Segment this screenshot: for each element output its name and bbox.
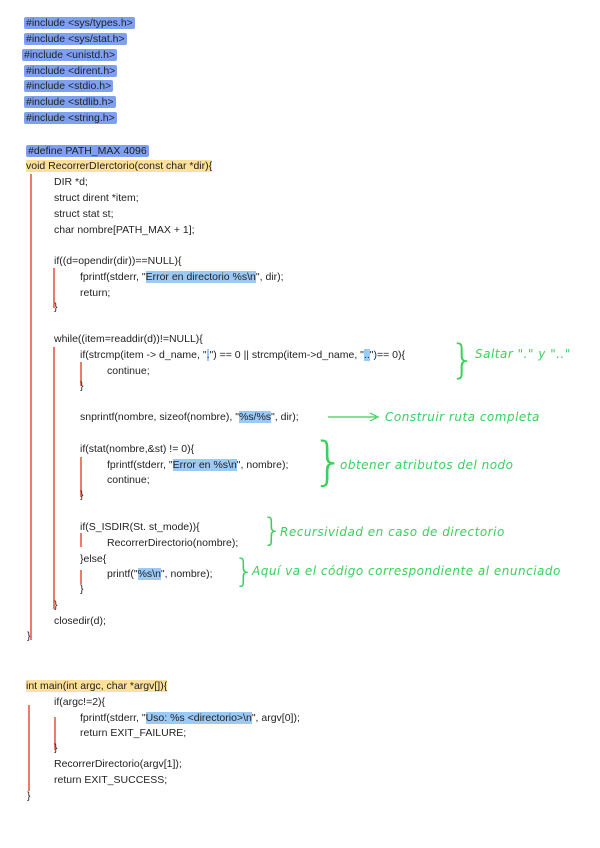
annotation-build-path: Construir ruta completa: [385, 410, 540, 424]
include-line: #include <sys/stat.h>: [24, 33, 127, 46]
include-text: #include <stdio.h>: [24, 80, 114, 92]
signature-text: int main(int argc, char *argv[]){: [26, 680, 168, 692]
code-line: }else{: [80, 553, 107, 565]
code-line: struct dirent *item;: [54, 192, 139, 204]
code-line: }: [27, 790, 31, 802]
brace-icon: }: [262, 511, 283, 549]
string-literal: .: [206, 349, 210, 361]
code-line: }: [80, 380, 84, 392]
code-line: }: [80, 583, 84, 595]
code-line: if(argc!=2){: [54, 696, 106, 708]
include-text: #include <unistd.h>: [22, 49, 118, 61]
include-line: #include <unistd.h>: [22, 49, 118, 62]
include-line: #include <sys/types.h>: [24, 17, 135, 30]
signature-text: void RecorrerDIerctorio(const char *dir)…: [26, 160, 213, 172]
annotation-skip-dots: Saltar "." y "..": [475, 347, 571, 361]
indent-bar: [80, 570, 82, 584]
annotation-recursion: Recursividad en caso de directorio: [280, 525, 505, 539]
code-line: if((d=opendir(dir))==NULL){: [54, 255, 182, 267]
include-line: #include <dirent.h>: [24, 65, 118, 78]
include-text: #include <sys/types.h>: [24, 17, 135, 29]
include-line: #include <stdlib.h>: [24, 96, 116, 109]
code-line: continue;: [107, 474, 150, 486]
code-line: snprintf(nombre, sizeof(nombre), "%s/%s"…: [80, 411, 299, 423]
code-line: RecorrerDirectorio(nombre);: [107, 537, 239, 549]
include-text: #include <dirent.h>: [24, 65, 118, 77]
indent-bar: [80, 533, 82, 547]
code-line: return EXIT_FAILURE;: [80, 727, 187, 739]
indent-bar: [54, 717, 56, 750]
define-line: #define PATH_MAX 4096: [26, 145, 149, 158]
code-line: }: [27, 630, 31, 642]
code-line: return EXIT_SUCCESS;: [54, 774, 168, 786]
annotation-exercise-code: Aquí va el código correspondiente al enu…: [252, 564, 561, 578]
brace-icon: }: [234, 552, 255, 590]
include-line: #include <stdio.h>: [24, 80, 114, 93]
arrow-right-icon: [328, 412, 380, 422]
code-line: while((item=readdir(d))!=NULL){: [54, 333, 203, 345]
annotation-get-attrs: obtener atributos del nodo: [340, 458, 514, 472]
indent-bar: [53, 347, 55, 609]
code-line: }: [54, 599, 58, 611]
string-literal: ..: [363, 349, 370, 361]
code-line: struct stat st;: [54, 208, 114, 220]
code-line: closedir(d);: [54, 615, 106, 627]
indent-bar: [53, 268, 55, 308]
indent-bar: [80, 362, 82, 386]
code-line: }: [54, 742, 58, 754]
code-line: RecorrerDirectorio(argv[1]);: [54, 758, 182, 770]
brace-icon: }: [450, 337, 476, 383]
code-line: }: [80, 489, 84, 501]
indent-bar: [30, 174, 32, 640]
code-line: char nombre[PATH_MAX + 1];: [54, 224, 195, 236]
code-line: fprintf(stderr, "Uso: %s <directorio>\n"…: [80, 712, 300, 724]
code-line: return;: [80, 287, 111, 299]
brace-icon: }: [312, 432, 346, 492]
include-text: #include <stdlib.h>: [24, 96, 116, 108]
code-line: if(S_ISDIR(St. st_mode)){: [80, 521, 200, 533]
code-line: if(strcmp(item -> d_name, ".") == 0 || s…: [80, 349, 405, 361]
string-literal: Error en directorio %s\n: [145, 271, 256, 283]
code-line: if(stat(nombre,&st) != 0){: [80, 443, 195, 455]
string-literal: Uso: %s <directorio>\n: [145, 712, 252, 724]
main-signature: int main(int argc, char *argv[]){: [26, 680, 168, 693]
code-line: DIR *d;: [54, 176, 88, 188]
include-line: #include <string.h>: [24, 112, 117, 125]
indent-bar: [80, 457, 82, 497]
string-literal: Error en %s\n: [172, 459, 237, 471]
include-text: #include <sys/stat.h>: [24, 33, 127, 45]
code-line: fprintf(stderr, "Error en %s\n", nombre)…: [107, 459, 289, 471]
string-literal: %s\n: [137, 568, 161, 580]
code-line: fprintf(stderr, "Error en directorio %s\…: [80, 271, 284, 283]
include-text: #include <string.h>: [24, 112, 117, 124]
code-line: printf("%s\n", nombre);: [107, 568, 213, 580]
indent-bar: [28, 705, 30, 791]
define-text: #define PATH_MAX 4096: [26, 145, 149, 157]
function-signature: void RecorrerDIerctorio(const char *dir)…: [26, 160, 213, 173]
code-line: continue;: [107, 365, 150, 377]
string-literal: %s/%s: [238, 411, 272, 423]
code-line: }: [54, 301, 58, 313]
